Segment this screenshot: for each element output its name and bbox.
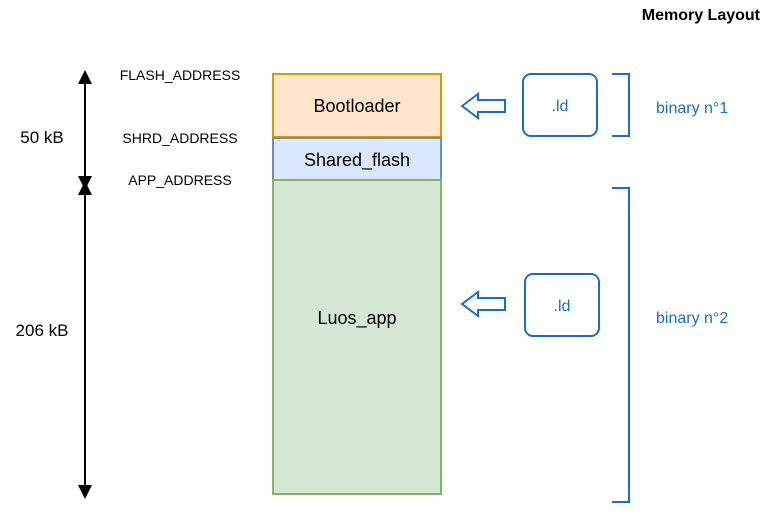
diagram-title: Memory Layout <box>642 7 761 24</box>
region-bootloader: Bootloader <box>272 73 442 138</box>
arrow-left-icon <box>460 290 506 318</box>
app-address-label: APP_ADDRESS <box>128 172 231 188</box>
region-shared-flash-box <box>272 137 442 181</box>
arrow-left-icon <box>460 92 506 120</box>
region-luos-app-box <box>272 179 442 495</box>
linker-box-second-label: .ld <box>554 298 571 315</box>
binary-first-label: binary n°1 <box>656 100 728 117</box>
region-bootloader-label: Bootloader <box>313 96 400 116</box>
bracket-binary-second <box>612 187 630 503</box>
linker-box-second: .ld <box>524 273 600 337</box>
shared-address-label: SHRD_ADDRESS <box>122 130 237 146</box>
region-shared-flash-label: Shared_flash <box>304 150 410 171</box>
size-label-top: 50 kB <box>20 128 63 147</box>
flash-address-label: FLASH_ADDRESS <box>120 67 241 83</box>
linker-box-first-label: .ld <box>552 98 569 115</box>
region-luos-app: Luos_app <box>272 179 442 495</box>
region-luos-app-label: Luos_app <box>317 308 396 329</box>
region-bootloader-box <box>272 73 442 138</box>
size-label-bottom: 206 kB <box>16 321 69 340</box>
region-shared-flash: Shared_flash <box>272 137 442 181</box>
binary-second-label: binary n°2 <box>656 310 728 327</box>
bracket-binary-first <box>612 73 630 137</box>
linker-box-first: .ld <box>522 73 598 137</box>
